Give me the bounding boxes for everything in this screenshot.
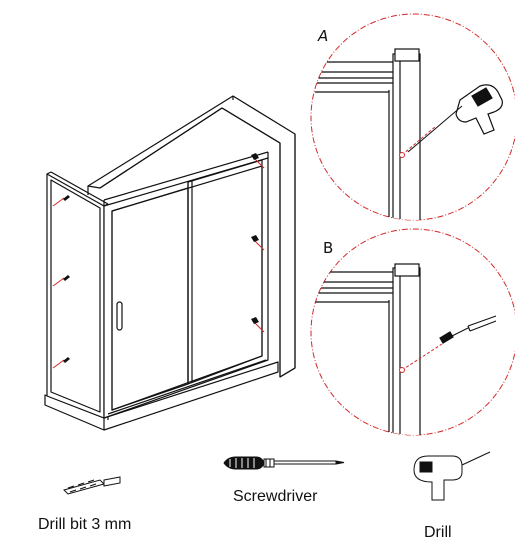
drill-label: Drill (424, 524, 452, 541)
drill-icon (413, 451, 491, 501)
screw-marker (251, 317, 265, 333)
screw-marker (52, 275, 70, 287)
detail-b-screwdriver-icon (439, 315, 497, 344)
screw-marker (52, 195, 70, 207)
screw-marker (52, 357, 70, 369)
detail-b-letter: B (323, 239, 333, 257)
detail-b-hole (399, 367, 405, 373)
screwdriver-label: Screwdriver (233, 488, 318, 505)
detail-a-drill-line (401, 125, 437, 156)
wall (87, 95, 296, 378)
screwdriver-icon (223, 456, 345, 470)
drill-bit-icon (63, 476, 121, 495)
front-frame (103, 151, 269, 419)
detail-a-drill-icon (407, 84, 503, 153)
detail-a-hole (399, 152, 405, 158)
side-panel (46, 171, 109, 420)
shower-enclosure (44, 95, 296, 431)
drill-bit-label: Drill bit 3 mm (38, 516, 131, 533)
wall-fixings (52, 153, 265, 369)
door-handle (116, 301, 123, 331)
detail-a-letter: A (317, 27, 328, 45)
screw-marker (251, 153, 265, 169)
screw-marker (251, 235, 265, 251)
detail-b (310, 228, 515, 436)
detail-a (310, 13, 515, 221)
detail-b-screw-line (401, 343, 443, 371)
